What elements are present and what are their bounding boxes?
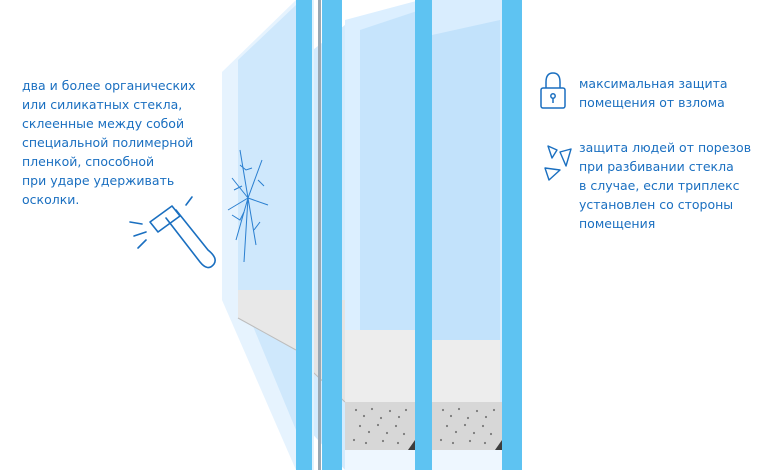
triplex-description-line: осколки. (22, 192, 80, 207)
feature-line: при разбивании стекла (579, 159, 734, 174)
feature-line: помещения (579, 216, 656, 231)
shards-icon (544, 145, 572, 181)
feature-line: максимальная защита (579, 76, 728, 91)
pane-1-film (318, 0, 321, 470)
feature-line: установлен со стороны (579, 197, 734, 212)
feature-line: защита людей от порезов (579, 140, 752, 155)
hammer-icon (129, 196, 216, 269)
triplex-description: два и более органических или силикатных … (22, 76, 232, 209)
spacer-base-1 (345, 450, 415, 470)
shelf-right2-top (432, 340, 500, 402)
shelf-right-top (345, 330, 420, 402)
shelf-edge-2 (237, 317, 297, 351)
pane-1-edge (296, 0, 312, 470)
pane-1-edge-line (312, 0, 314, 470)
sealant-corner-2 (495, 440, 502, 450)
burglary-protection-feature: максимальная защита помещения от взлома (579, 74, 779, 112)
triplex-description-line: или силикатных стекла, (22, 97, 183, 112)
cut-protection-feature: защита людей от порезов при разбивании с… (579, 138, 779, 233)
pane-3-face-inner (360, 10, 420, 400)
padlock-icon (540, 72, 566, 109)
triplex-description-line: специальной полимерной (22, 135, 194, 150)
desiccant-dots-1 (352, 407, 408, 445)
pane-edges (296, 0, 522, 470)
triplex-description-line: пленкой, способной (22, 154, 155, 169)
spacer-frames (345, 402, 502, 470)
triplex-description-line: при ударе удерживать (22, 173, 175, 188)
triplex-description-line: склеенные между собой (22, 116, 185, 131)
sealant-corner-1 (408, 440, 415, 450)
pane-3-edge (502, 0, 522, 470)
glass-crack (227, 149, 269, 263)
desiccant-dots-2 (439, 407, 496, 445)
feature-line: помещения от взлома (579, 95, 725, 110)
feature-line: в случае, если триплекс (579, 178, 740, 193)
spacer-base-2 (432, 450, 502, 470)
pane-2-edge (415, 0, 432, 470)
pane-4-face-inner (432, 20, 500, 390)
triplex-description-line: два и более органических (22, 78, 196, 93)
pane-1b-edge (322, 0, 342, 470)
shelf-left (238, 290, 296, 350)
